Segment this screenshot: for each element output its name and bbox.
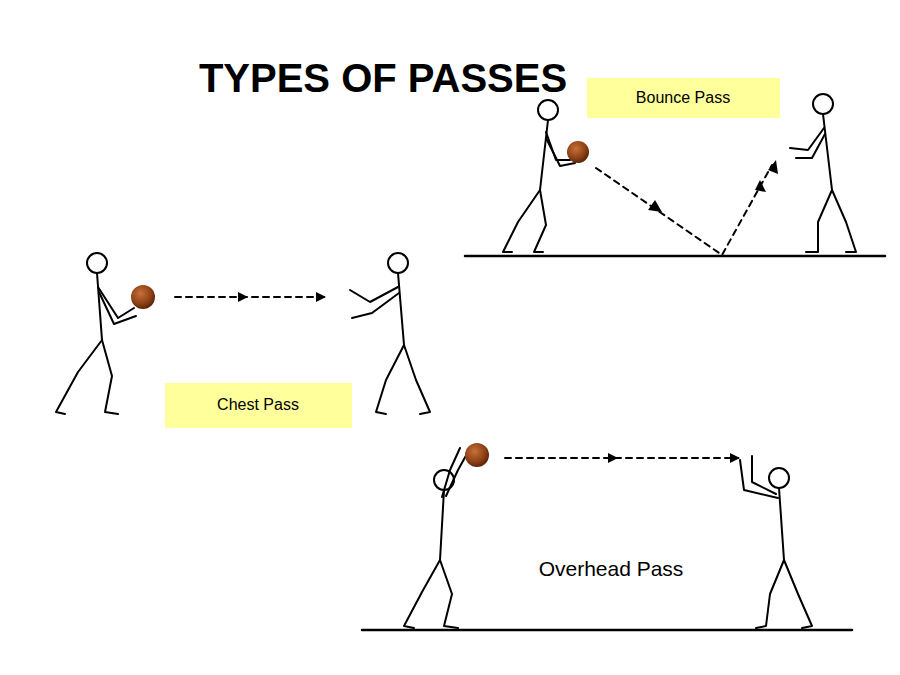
basketball: [465, 443, 489, 467]
basketball: [131, 285, 155, 309]
stick-figure: [740, 456, 812, 628]
label-box: Bounce Pass: [587, 78, 780, 118]
ground-line: [362, 629, 852, 632]
label-box: Chest Pass: [165, 383, 352, 428]
stick-figure: [350, 253, 430, 414]
ground-line: [465, 255, 885, 258]
pass-path-arrow: [596, 165, 772, 255]
pass-name: Bounce Pass: [636, 89, 730, 107]
pass-name: Overhead Pass: [539, 557, 684, 581]
title: TYPES OF PASSES: [199, 56, 567, 101]
pass-path-arrow: [505, 457, 738, 459]
stick-figure: [503, 100, 575, 252]
pass-name: Chest Pass: [217, 396, 299, 414]
pass-path-arrow: [175, 296, 324, 298]
basketball: [567, 141, 589, 163]
stick-figure: [56, 253, 136, 414]
stick-figure: [404, 448, 468, 628]
stick-figure: [790, 94, 856, 252]
